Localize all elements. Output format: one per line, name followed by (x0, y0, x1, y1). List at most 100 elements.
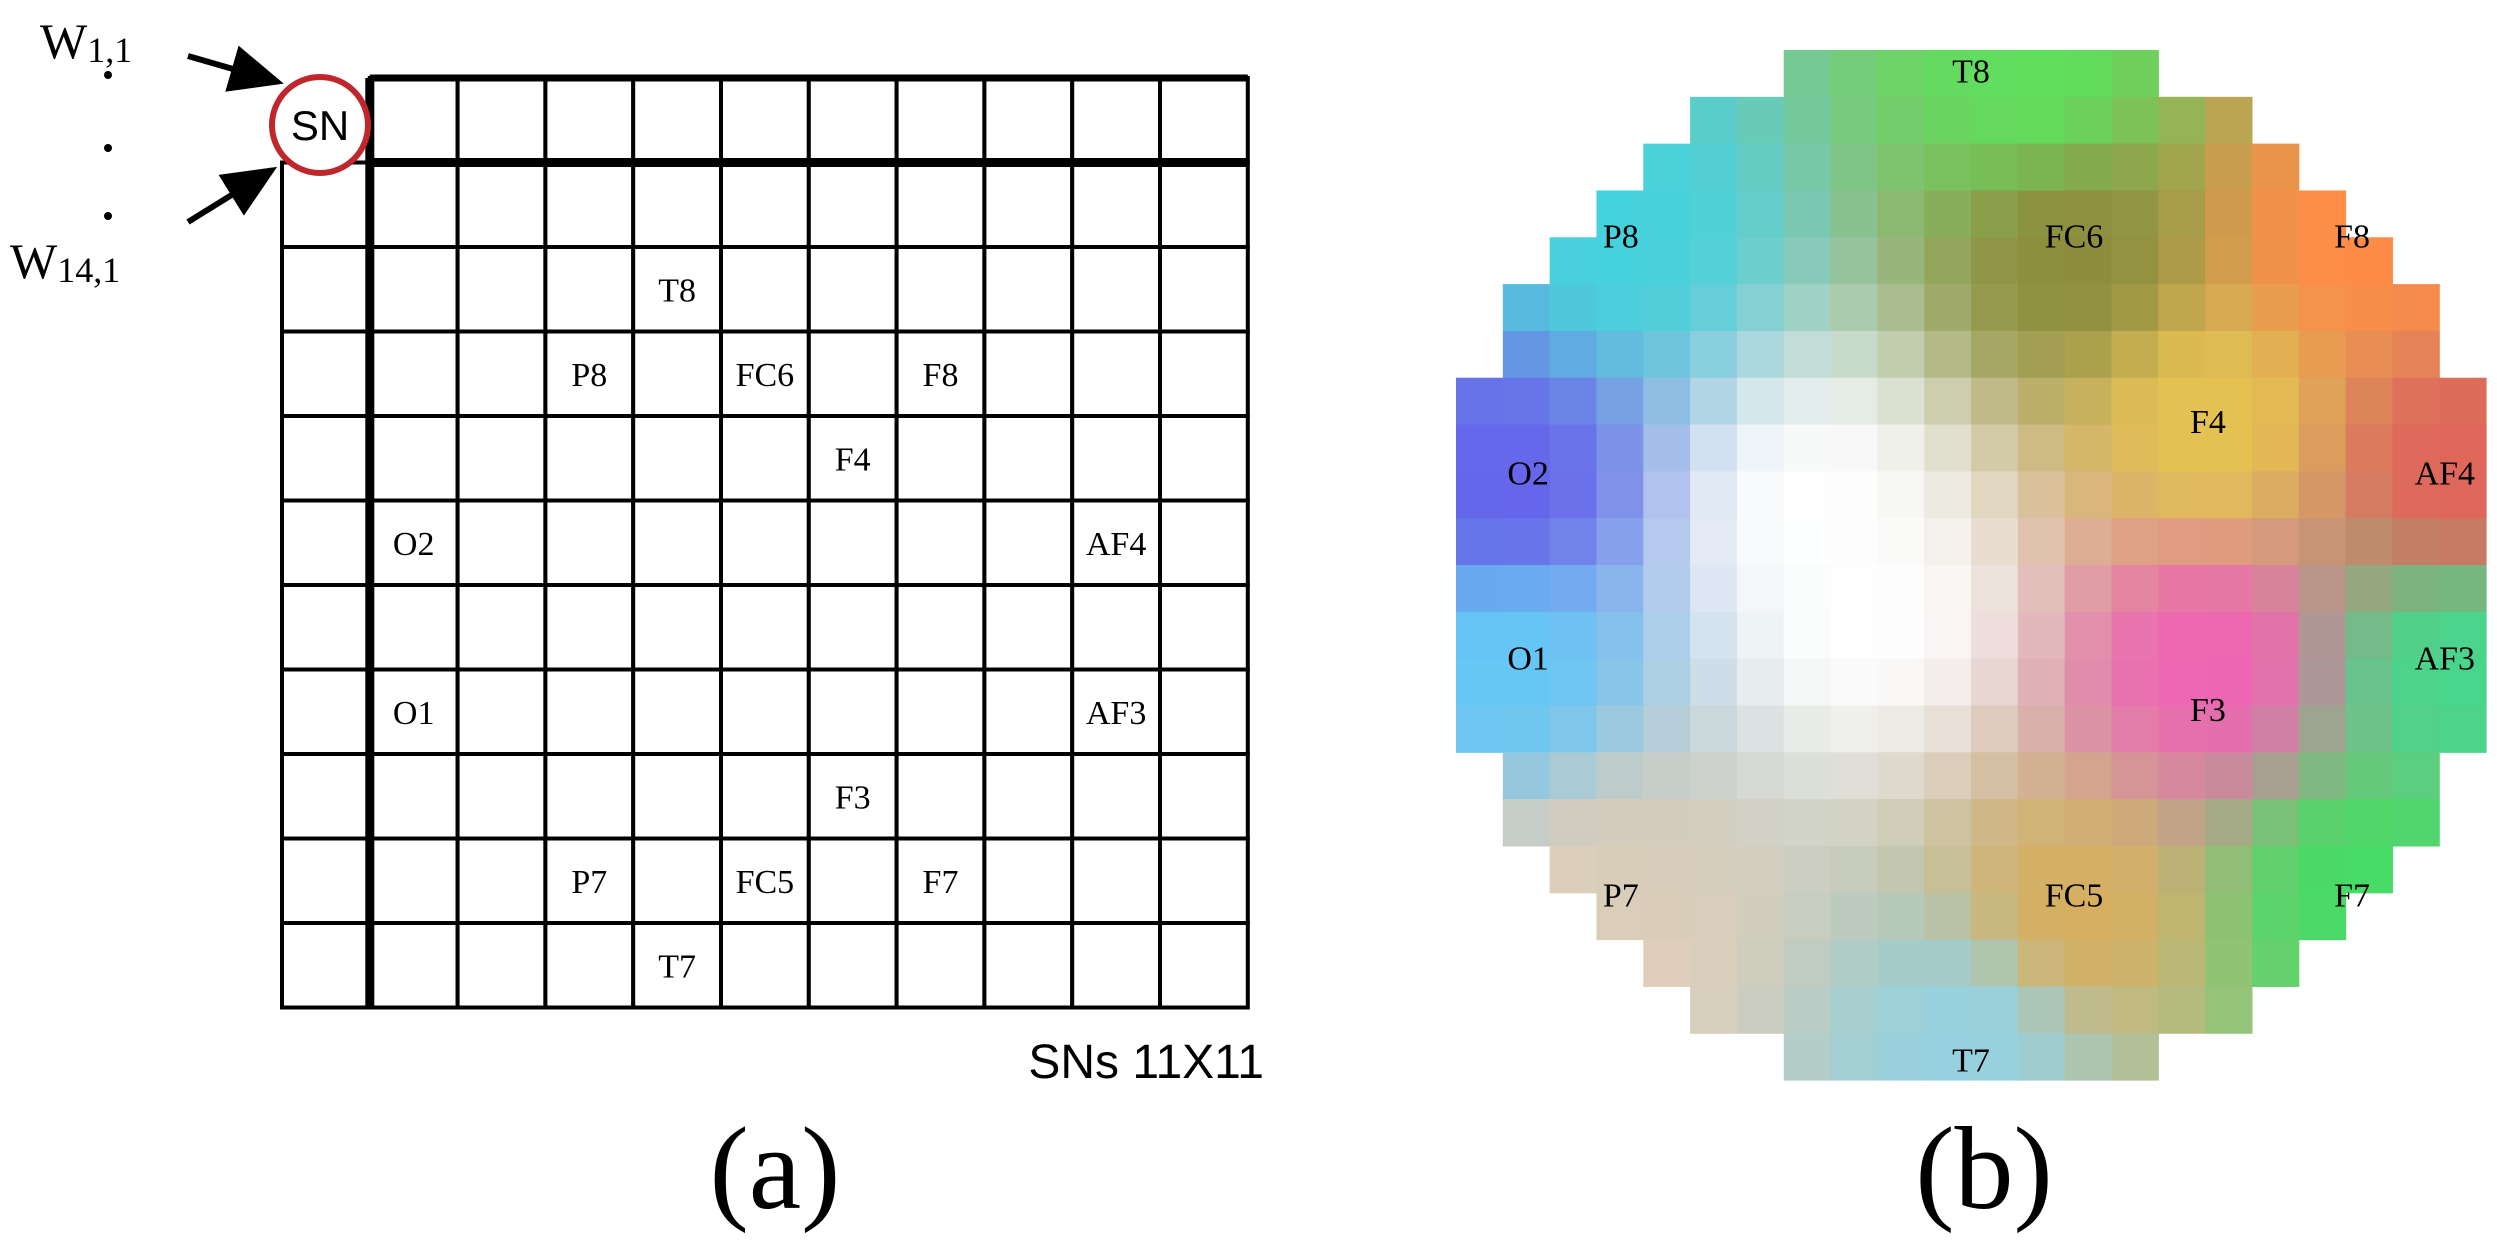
topographic-cell (1830, 752, 1878, 800)
grid-cell-label-fc5: FC5 (736, 864, 795, 901)
topographic-cell (2158, 986, 2206, 1034)
topographic-cell (2111, 518, 2159, 566)
topographic-cell (1736, 96, 1785, 145)
topographic-cell (1643, 892, 1691, 941)
topographic-cell (2064, 939, 2113, 987)
topographic-cell (2064, 845, 2113, 894)
topographic-cell (1643, 424, 1691, 472)
grid-cell (719, 76, 811, 165)
topographic-cell (1830, 565, 1878, 613)
topographic-cell (2111, 471, 2159, 519)
topographic-cell (1736, 611, 1785, 660)
sn-grid (280, 74, 1250, 1010)
topographic-cell (2158, 799, 2206, 847)
topographic-cell (1643, 237, 1691, 285)
topographic-cell (1877, 1033, 1925, 1081)
topographic-cell (1783, 658, 1832, 707)
topographic-cell (2205, 190, 2253, 238)
topographic-cell (2017, 237, 2066, 285)
grid-cell (455, 160, 548, 249)
topographic-cell (1924, 658, 1972, 707)
grid-cell (631, 160, 724, 249)
topographic-cell (1690, 986, 1738, 1034)
topographic-cell (2111, 143, 2159, 192)
topographic-cell (1690, 892, 1738, 941)
topographic-cell (1502, 658, 1551, 707)
grid-cell (982, 836, 1075, 925)
topographic-cell (1549, 237, 1598, 285)
topographic-cell (2251, 518, 2300, 566)
grid-cell (543, 245, 636, 334)
grid-cell (894, 921, 987, 1010)
topographic-cell (2298, 658, 2347, 707)
grid-cell (894, 160, 987, 249)
grid-cell (455, 76, 548, 165)
grid-cell (719, 752, 811, 841)
topographic-cell (2111, 50, 2159, 98)
topographic-cell (1549, 377, 1598, 426)
grid-cell (455, 752, 548, 841)
topographic-cell (2017, 424, 2066, 472)
grid-cell (719, 583, 811, 672)
topographic-cell (1596, 658, 1644, 707)
topographic-cell (2111, 799, 2159, 847)
grid-cell (982, 921, 1075, 1010)
topographic-cell (2439, 377, 2487, 426)
topographic-cell (2205, 424, 2253, 472)
channel-label-f3: F3 (2190, 692, 2226, 729)
grid-cell-label-o1: O1 (393, 695, 435, 732)
topographic-cell (1736, 518, 1785, 566)
topographic-cell (2205, 237, 2253, 285)
topographic-cell (2439, 658, 2487, 707)
grid-cell (1158, 160, 1250, 249)
topographic-cell (1549, 752, 1598, 800)
topographic-cell (1690, 939, 1738, 987)
grid-cell (367, 498, 460, 587)
topographic-cell (2392, 377, 2440, 426)
topographic-cell (2439, 518, 2487, 566)
topographic-cell (2205, 330, 2253, 379)
topographic-cell (1830, 471, 1878, 519)
topographic-cell (1877, 845, 1925, 894)
grid-cell (1070, 583, 1162, 672)
topographic-cell (2251, 330, 2300, 379)
topographic-cell (2345, 799, 2393, 847)
topographic-cell (2251, 471, 2300, 519)
channel-label-t8: T8 (1952, 54, 1990, 91)
topographic-cell (1456, 424, 1504, 472)
topographic-cell (2251, 377, 2300, 426)
ellipsis-dots (104, 71, 112, 220)
topographic-cell (2298, 799, 2347, 847)
topographic-cell (1971, 377, 2019, 426)
topographic-cell (1971, 986, 2019, 1034)
topographic-cell (1549, 471, 1598, 519)
channel-label-f4: F4 (2190, 404, 2226, 441)
topographic-cell (2064, 892, 2113, 941)
grid-cell (719, 921, 811, 1010)
arrow-weight-first (187, 45, 284, 92)
topographic-cell (1830, 799, 1878, 847)
grid-cell (1070, 245, 1162, 334)
grid-cell-label-p8: P8 (571, 357, 607, 394)
channel-label-f7: F7 (2334, 878, 2370, 915)
topographic-cell (1736, 658, 1785, 707)
topographic-cell (2158, 377, 2206, 426)
grid-cell (631, 667, 724, 756)
topographic-cell (2017, 50, 2066, 98)
topographic-cell (1830, 986, 1878, 1034)
topographic-cell (1596, 471, 1644, 519)
topographic-cell (2205, 799, 2253, 847)
grid-cell (543, 414, 636, 503)
topographic-cell (1643, 518, 1691, 566)
topographic-cell (1690, 471, 1738, 519)
topographic-cell (2064, 424, 2113, 472)
topographic-cell (2251, 143, 2300, 192)
topographic-cell (2158, 611, 2206, 660)
topographic-cell (2064, 986, 2113, 1034)
topographic-cell (1924, 143, 1972, 192)
topographic-cell (2392, 518, 2440, 566)
sn-circle (269, 74, 371, 176)
grid-cell (455, 498, 548, 587)
topographic-cell (1783, 845, 1832, 894)
topographic-cell (1877, 799, 1925, 847)
